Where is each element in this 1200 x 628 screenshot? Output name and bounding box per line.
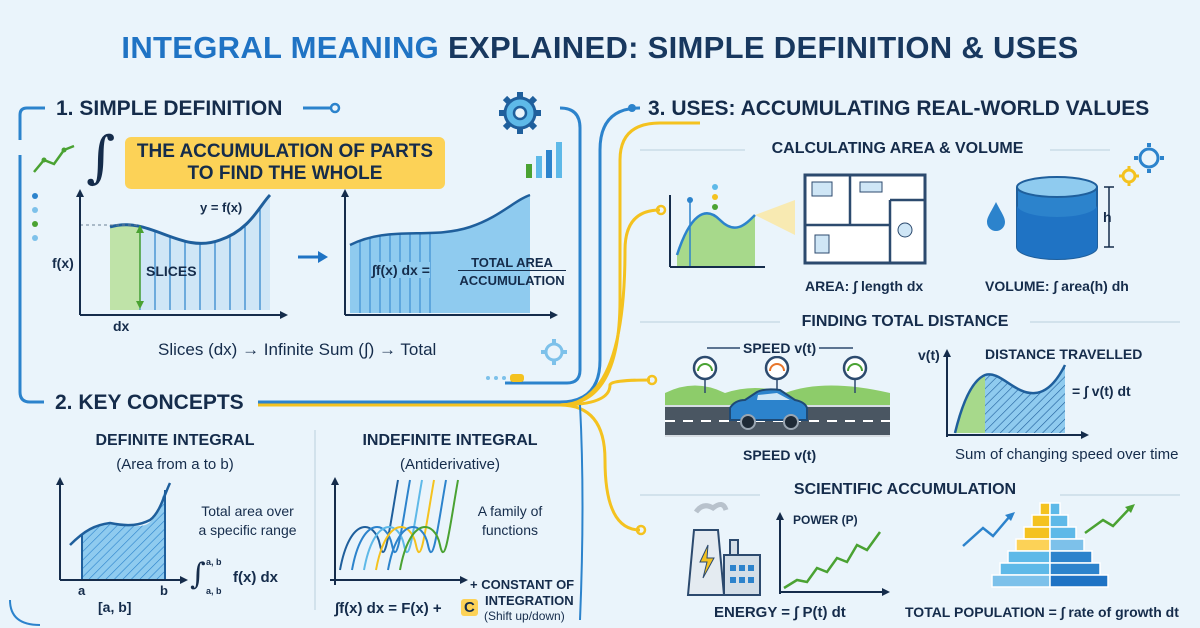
- constant-c-badge: C: [461, 599, 478, 616]
- bar-chart-icon: [526, 142, 562, 178]
- definite-graph: [56, 477, 188, 584]
- energy-formula: ENERGY = ∫ P(t) dt: [714, 604, 846, 621]
- population-pyramid-icon: [962, 502, 1135, 588]
- page-title: INTEGRAL MEANING EXPLAINED: SIMPLE DEFIN…: [0, 28, 1200, 68]
- title-rest: EXPLAINED: SIMPLE DEFINITION & USES: [448, 30, 1079, 65]
- vt-label: v(t): [918, 347, 940, 363]
- slices-graph: [76, 189, 288, 319]
- integral-expression: ∫f(x) dx =: [372, 262, 430, 278]
- small-gear-icon: [541, 339, 567, 365]
- indefinite-formula: ∫f(x) dx = F(x) +: [335, 600, 442, 617]
- cylinder-icon: [1016, 176, 1114, 260]
- indefinite-desc-line1: A family of: [477, 503, 543, 519]
- indefinite-title: INDEFINITE INTEGRAL: [362, 432, 538, 449]
- fx-label: f(x): [52, 255, 74, 271]
- definite-a-label: a: [78, 583, 86, 598]
- definite-desc-line2: a specific range: [198, 522, 297, 538]
- power-graph: [776, 512, 890, 596]
- definite-b-label: b: [160, 583, 168, 598]
- height-label: h: [1103, 209, 1112, 225]
- definite-integral-sign-icon: ∫: [190, 557, 206, 592]
- area-chart-icon: [669, 184, 795, 268]
- area-formula: AREA: ∫ length dx: [805, 278, 924, 294]
- title-highlight: INTEGRAL MEANING: [121, 30, 440, 65]
- accumulation-label: ACCUMULATION: [459, 273, 565, 288]
- scientific-heading: SCIENTIFIC ACCUMULATION: [793, 481, 1017, 498]
- constant-line2: INTEGRATION: [485, 593, 574, 608]
- area-volume-heading: CALCULATING AREA & VOLUME: [771, 140, 1024, 157]
- speed-top-label: SPEED v(t): [740, 340, 820, 356]
- definite-title: DEFINITE INTEGRAL: [95, 432, 255, 449]
- dots-icon: [32, 193, 38, 241]
- section1-heading: 1. SIMPLE DEFINITION: [56, 97, 283, 120]
- definite-desc-line1: Total area over: [201, 503, 294, 519]
- arrow-right-icon: [298, 251, 328, 263]
- power-plant-icon: [686, 502, 761, 596]
- total-area-label: TOTAL AREA: [458, 255, 566, 271]
- floor-plan-icon: [803, 173, 927, 265]
- water-drop-icon: [987, 202, 1005, 231]
- line-trend-icon: [33, 144, 75, 173]
- flow-caption: Slices (dx) → Infinite Sum (∫) → Total: [158, 340, 437, 359]
- indefinite-subtitle: (Antiderivative): [399, 456, 501, 473]
- distance-travelled-label: DISTANCE TRAVELLED: [985, 346, 1143, 362]
- definite-lower: a, b: [206, 586, 222, 596]
- definite-upper: a, b: [206, 557, 222, 567]
- volume-formula: VOLUME: ∫ area(h) dh: [985, 278, 1129, 294]
- indefinite-desc-line2: functions: [481, 522, 539, 538]
- distance-graph: [943, 349, 1089, 439]
- shift-note: (Shift up/down): [484, 609, 565, 623]
- curve-label: y = f(x): [200, 200, 243, 215]
- gear-icon: [499, 92, 541, 134]
- dx-label: dx: [113, 318, 130, 334]
- section3-heading: 3. USES: ACCUMULATING REAL-WORLD VALUES: [648, 97, 1150, 120]
- highlight-line2: TO FIND THE WHOLE: [187, 163, 383, 184]
- population-formula: TOTAL POPULATION = ∫ rate of growth dt: [905, 604, 1179, 620]
- area-graph: [341, 189, 558, 319]
- definite-expression: f(x) dx: [233, 569, 278, 586]
- distance-caption: Sum of changing speed over time: [955, 446, 1179, 463]
- indefinite-graph: [330, 477, 468, 585]
- distance-heading: FINDING TOTAL DISTANCE: [801, 313, 1009, 330]
- definite-interval: [a, b]: [98, 599, 132, 615]
- power-label: POWER (P): [793, 513, 858, 527]
- definite-subtitle: (Area from a to b): [116, 456, 234, 473]
- section2-heading: 2. KEY CONCEPTS: [55, 391, 244, 414]
- highlight-line1: THE ACCUMULATION OF PARTS: [136, 141, 434, 162]
- integral-symbol-icon: ∫: [86, 125, 116, 190]
- distance-formula: = ∫ v(t) dt: [1072, 383, 1131, 399]
- gears-icon: [1119, 143, 1164, 186]
- definition-highlight: THE ACCUMULATION OF PARTS TO FIND THE WH…: [125, 137, 445, 189]
- road-scene: [665, 347, 890, 437]
- constant-line1: + CONSTANT OF: [470, 577, 575, 592]
- speed-bottom-label: SPEED v(t): [743, 447, 817, 463]
- slices-label: SLICES: [146, 263, 197, 279]
